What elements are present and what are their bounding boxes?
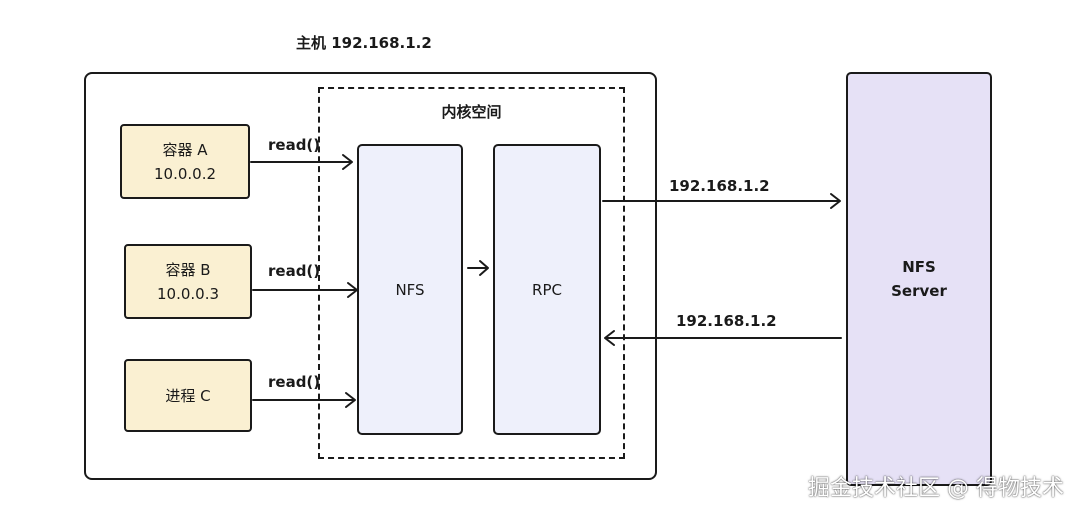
- rpc-module: RPC: [493, 144, 601, 435]
- container-a-ip: 10.0.0.2: [153, 164, 217, 183]
- host-container: [84, 72, 657, 480]
- container-b: 容器 B 10.0.0.3: [124, 244, 252, 319]
- nfs-module-label: NFS: [395, 280, 425, 299]
- kernel-space-title: 内核空间: [441, 103, 502, 121]
- read-call-label-b: read(): [268, 262, 321, 280]
- arrow-server-to-rpc: [604, 330, 842, 346]
- arrow-c-to-nfs: [252, 392, 356, 408]
- kernel-space-container: [318, 87, 625, 459]
- arrow-rpc-to-server: [602, 193, 841, 209]
- arrow-nfs-to-rpc: [467, 260, 489, 276]
- host-title: 主机 192.168.1.2: [296, 34, 432, 52]
- nfs-client-module: NFS: [357, 144, 463, 435]
- container-a-name: 容器 A: [162, 140, 208, 159]
- arrow-b-to-nfs: [252, 282, 358, 298]
- rpc-module-label: RPC: [532, 280, 562, 299]
- inbound-ip-label: 192.168.1.2: [676, 312, 777, 330]
- watermark: 掘金技术社区 @ 得物技术: [808, 476, 1064, 501]
- container-b-name: 容器 B: [165, 260, 211, 279]
- nfs-server-line2: Server: [891, 282, 947, 300]
- process-c-name: 进程 C: [165, 386, 211, 405]
- read-call-label-c: read(): [268, 373, 321, 391]
- container-b-ip: 10.0.0.3: [156, 284, 220, 303]
- read-call-label-a: read(): [268, 136, 321, 154]
- nfs-server: NFS Server: [846, 72, 992, 486]
- outbound-ip-label: 192.168.1.2: [669, 177, 770, 195]
- nfs-server-line1: NFS: [902, 258, 936, 276]
- process-c: 进程 C: [124, 359, 252, 432]
- arrow-a-to-nfs: [250, 154, 353, 170]
- container-a: 容器 A 10.0.0.2: [120, 124, 250, 199]
